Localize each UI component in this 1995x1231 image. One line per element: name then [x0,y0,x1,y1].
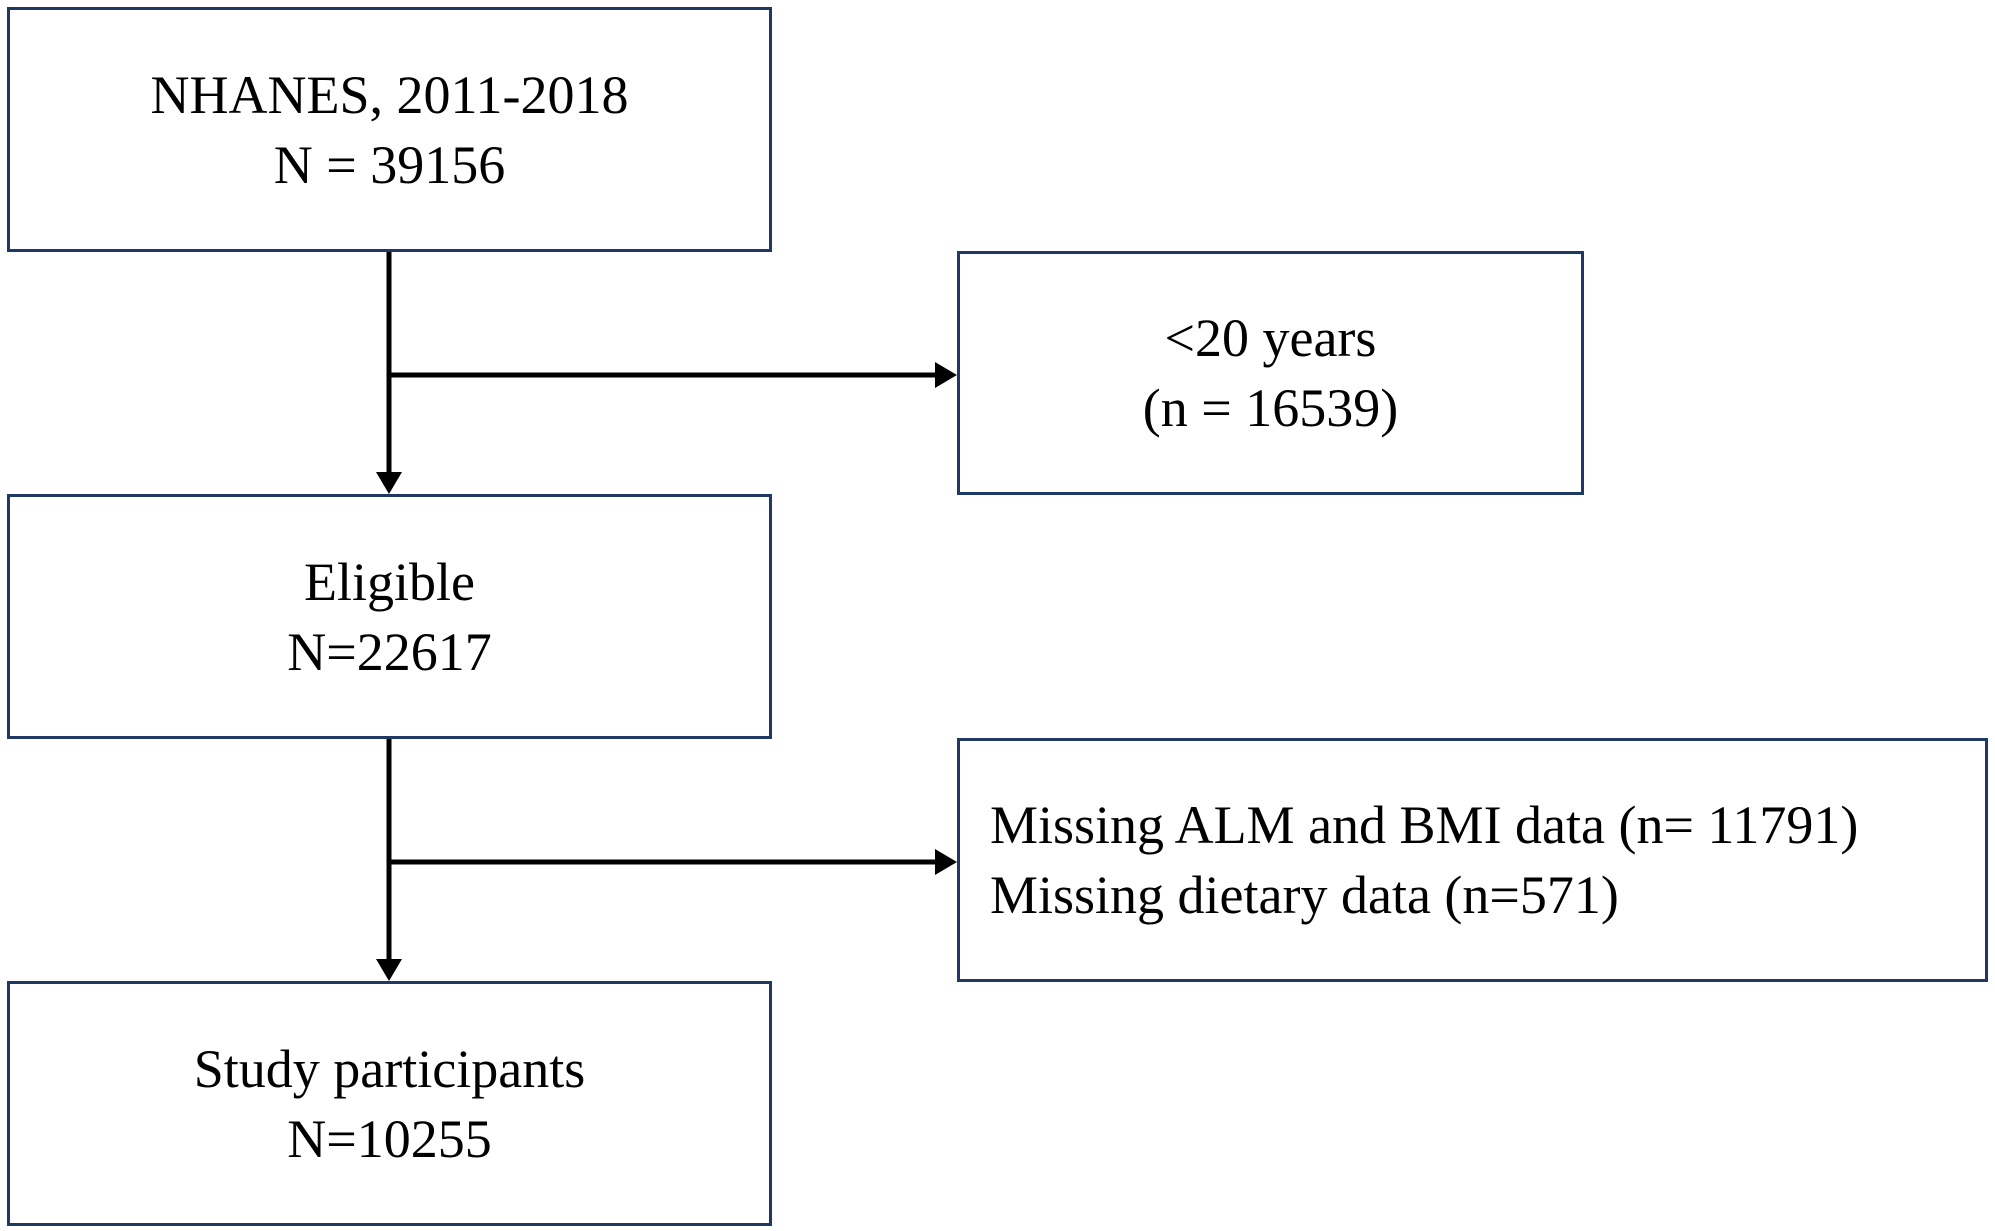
excluded-age-box: <20 years (n = 16539) [957,251,1584,495]
arrowhead-eligible [376,472,402,494]
arrowhead-study [376,959,402,981]
excluded-age-count: (n = 16539) [1142,378,1399,438]
study-label: Study participants [193,1038,586,1099]
nhanes-box: NHANES, 2011-2018 N = 39156 [7,7,772,252]
study-count: N=10255 [287,1108,492,1169]
arrowhead-under20 [935,362,957,388]
nhanes-count: N = 39156 [273,134,506,195]
excluded-missing-box: Missing ALM and BMI data (n= 11791) Miss… [957,738,1988,982]
missing-alm-bmi: Missing ALM and BMI data (n= 11791) [990,795,1859,855]
nhanes-title: NHANES, 2011-2018 [150,64,629,125]
eligible-count: N=22617 [287,621,492,682]
arrowhead-missing [935,849,957,875]
study-participants-box: Study participants N=10255 [7,981,772,1226]
eligible-box: Eligible N=22617 [7,494,772,739]
eligible-label: Eligible [304,551,475,612]
excluded-age-label: <20 years [1164,308,1377,368]
missing-dietary: Missing dietary data (n=571) [990,865,1619,925]
